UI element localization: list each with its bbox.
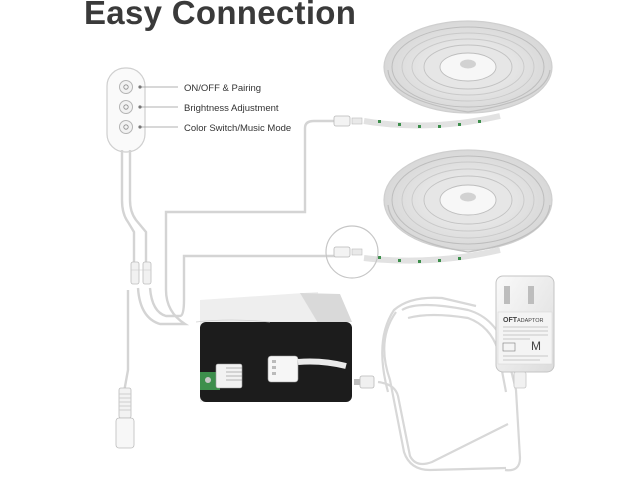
- brightness-button-icon[interactable]: [119, 100, 133, 114]
- page-title: Easy Connection: [84, 0, 357, 31]
- adaptor-brand: OFT: [503, 317, 518, 324]
- onoff-pairing-label: ON/OFF & Pairing: [184, 83, 262, 94]
- power-button-icon[interactable]: [119, 80, 133, 94]
- dc-plug: [354, 375, 375, 389]
- connection-highlight-circle: [325, 225, 379, 279]
- strip-connector-1: [333, 115, 363, 127]
- strip-connector-2: [333, 246, 363, 258]
- led-strip-reel-1: [363, 20, 553, 129]
- adaptor-word: ADAPTOR: [517, 318, 544, 324]
- splitter-connector: [130, 261, 152, 285]
- connector-zoom-inset: [195, 292, 352, 402]
- label-leader-lines: [140, 86, 178, 128]
- power-adaptor: OFT ADAPTOR M: [495, 275, 555, 389]
- adaptor-model-letter: M: [531, 339, 541, 353]
- remote-controller: [106, 67, 146, 153]
- brightness-adjustment-label: Brightness Adjustment: [184, 103, 279, 114]
- dc-female-jack: [115, 387, 135, 449]
- led-strip-reel-2: [363, 149, 553, 264]
- color-music-mode-label: Color Switch/Music Mode: [184, 123, 292, 134]
- controller-cables: [120, 119, 336, 393]
- color-mode-button-icon[interactable]: [119, 120, 133, 134]
- adapter-cable-coil: [377, 296, 522, 472]
